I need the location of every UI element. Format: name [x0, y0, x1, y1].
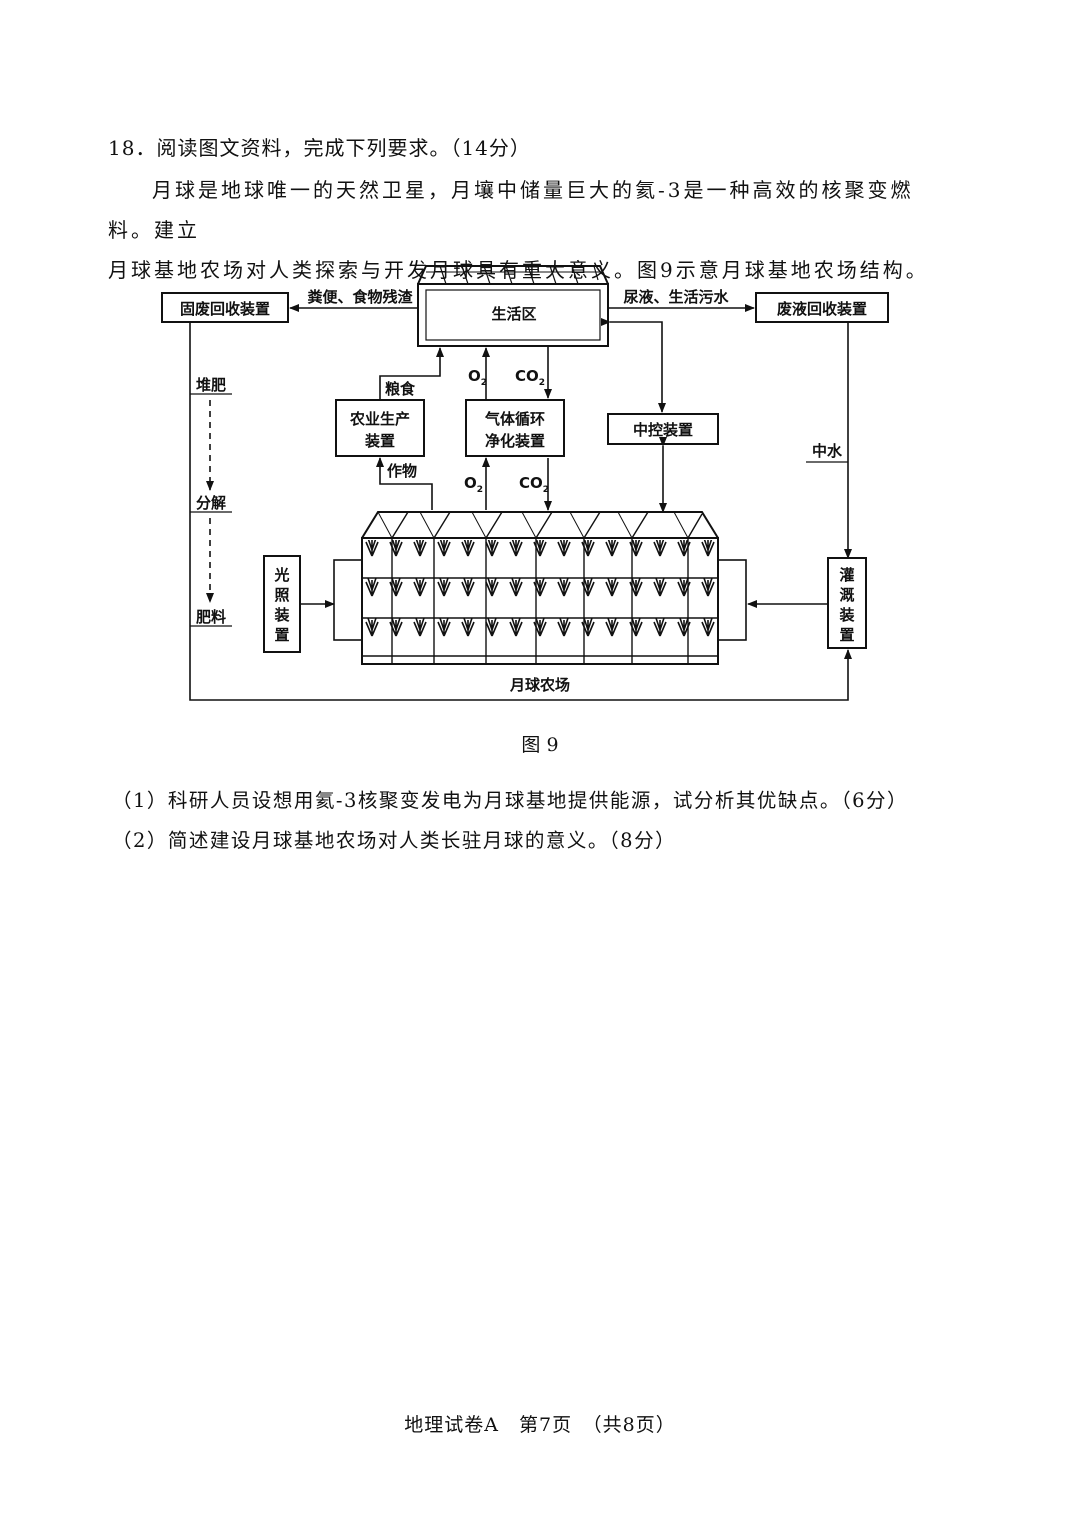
living-area-box: 生活区: [417, 265, 609, 347]
agri-label-2: 装置: [364, 432, 395, 450]
liquid-waste-box: [755, 292, 889, 323]
paragraph-line-1: 月球是地球唯一的天然卫星，月壤中储量巨大的氦-3是一种高效的核聚变燃料。建立: [108, 178, 914, 242]
crops-arrow: [376, 457, 433, 510]
sub-question-2: （2）简述建设月球基地农场对人类长驻月球的意义。（8分）: [112, 829, 677, 852]
moon-farm-structure: [333, 511, 747, 665]
compost-label: 堆肥: [196, 376, 226, 394]
irrigation-char-3: 装: [838, 606, 855, 624]
control-living-arrow: [601, 318, 666, 413]
figure-caption: 图 9: [521, 734, 559, 756]
irrigation-char-2: 溉: [839, 586, 854, 604]
light-char-4: 置: [274, 626, 289, 644]
paragraph-line-2: 月球基地农场对人类探索与开发月球具有重大意义。图9示意月球基地农场结构。: [108, 258, 929, 282]
moon-farm-diagram: 生活区 固废回收装置 废液回收装置 粪便、食物残渣 尿液、生活污水 农业生产 装…: [161, 265, 889, 701]
gas-box: [465, 399, 565, 457]
living-area-label: 生活区: [491, 305, 536, 323]
feces-label: 粪便、食物残渣: [307, 288, 413, 306]
light-char-2: 照: [274, 586, 289, 604]
sub-question-1: （1）科研人员设想用氦-3核聚变发电为月球基地提供能源，试分析其优缺点。（6分）: [112, 789, 909, 812]
grain-arrow: [379, 347, 444, 400]
light-char-3: 装: [273, 606, 290, 624]
irrigation-char-1: 灌: [839, 566, 854, 584]
o2-label-upper: O2: [468, 367, 487, 388]
page-footer: 地理试卷A 第7页 （共8页）: [404, 1414, 676, 1436]
co2-label-lower: CO2: [519, 474, 549, 495]
fertilizer-loop: [189, 322, 852, 701]
fertilizer-label: 肥料: [196, 608, 226, 626]
solid-waste-box: [161, 292, 289, 323]
irrigation-char-4: 置: [839, 626, 854, 644]
grain-label: 粮食: [385, 380, 416, 398]
liquid-waste-label: 废液回收装置: [777, 300, 867, 318]
gas-label-2: 净化装置: [485, 432, 545, 450]
o2-label-lower: O2: [464, 474, 483, 495]
decompose-label: 分解: [196, 494, 226, 512]
question-header: 18．阅读图文资料，完成下列要求。（14分）: [108, 136, 531, 160]
question-paragraph: 月球是地球唯一的天然卫星，月壤中储量巨大的氦-3是一种高效的核聚变燃料。建立 月…: [108, 170, 958, 290]
urine-label: 尿液、生活污水: [623, 288, 729, 306]
co2-label-upper: CO2: [515, 367, 545, 388]
solid-waste-label: 固废回收装置: [180, 300, 270, 318]
light-char-1: 光: [273, 566, 289, 584]
moon-farm-label: 月球农场: [509, 676, 570, 694]
crops-label: 作物: [387, 462, 417, 480]
irrigation-box: [827, 557, 867, 649]
control-label: 中控装置: [633, 421, 693, 439]
gas-label-1: 气体循环: [484, 410, 545, 428]
agri-label-1: 农业生产: [349, 410, 410, 428]
grey-water-label: 中水: [812, 442, 843, 460]
